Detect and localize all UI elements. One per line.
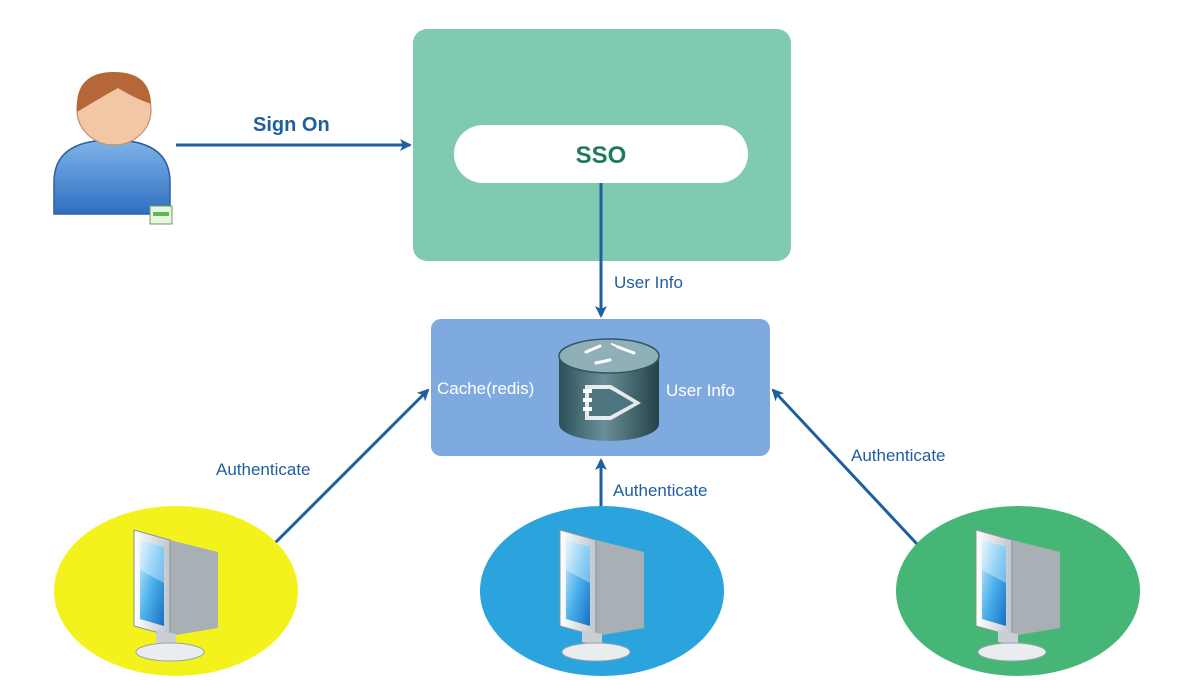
client-left[interactable] — [54, 506, 298, 676]
authenticate-right-label: Authenticate — [851, 446, 946, 465]
authenticate-left-label: Authenticate — [216, 460, 311, 479]
sso-label: SSO — [576, 142, 627, 169]
client-center[interactable] — [480, 506, 724, 676]
sign-on-label: Sign On — [253, 114, 330, 136]
database-icon — [558, 338, 660, 441]
cache-user-info-label: User Info — [666, 381, 735, 400]
user-info-edge-label: User Info — [614, 273, 683, 292]
authenticate-left-arrow — [272, 388, 430, 546]
authenticate-right-arrow — [771, 388, 919, 546]
user-icon — [53, 72, 173, 225]
cache-label: Cache(redis) — [437, 379, 534, 398]
authenticate-center-label: Authenticate — [613, 481, 708, 500]
client-right[interactable] — [896, 506, 1140, 676]
sso-pill[interactable] — [454, 125, 748, 183]
